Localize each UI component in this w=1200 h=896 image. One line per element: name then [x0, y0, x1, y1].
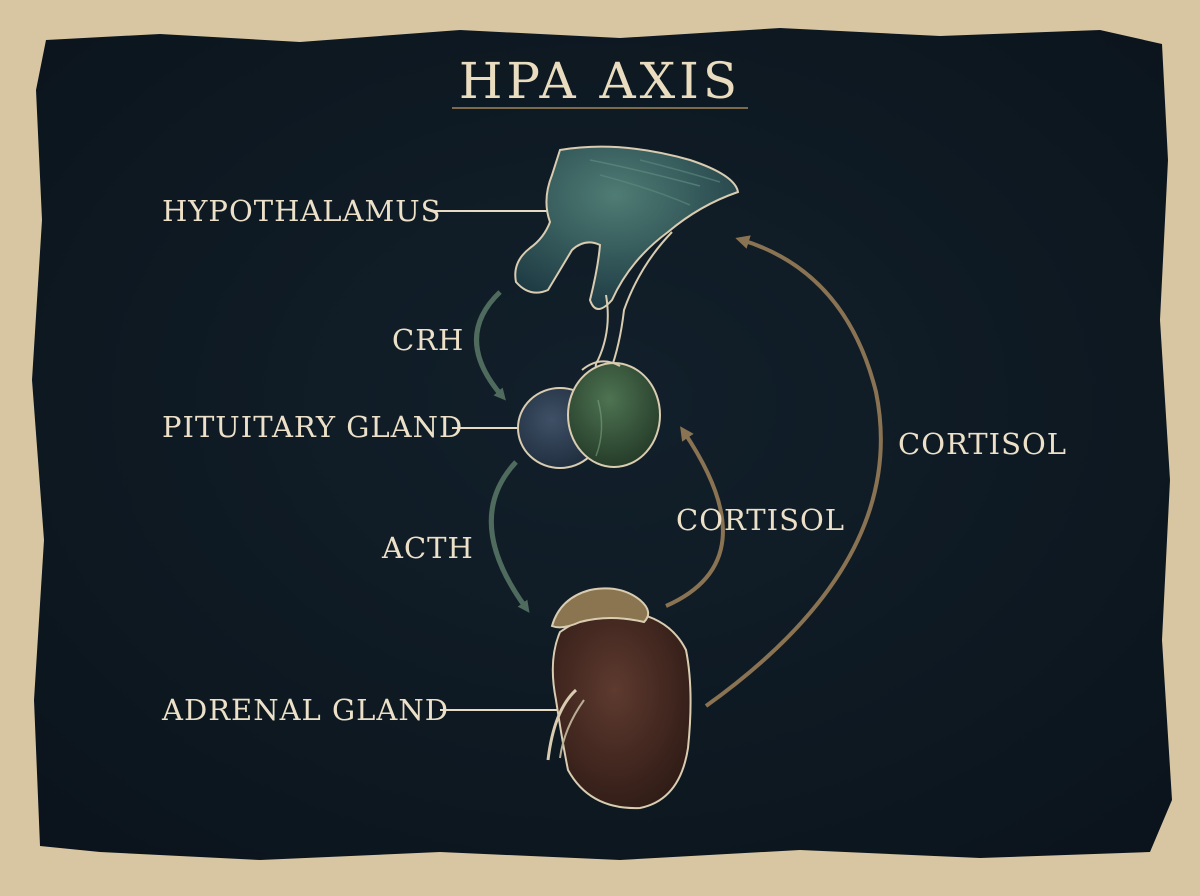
arrow-acth — [488, 460, 530, 613]
label-adrenal-gland: ADRENAL GLAND — [162, 693, 449, 727]
label-acth: ACTH — [382, 531, 474, 565]
label-cortisol-long-loop: CORTISOL — [898, 427, 1067, 461]
arrow-crh — [474, 290, 506, 401]
adrenal-kidney-illustration — [546, 587, 692, 810]
page-title: HPA AXIS — [458, 52, 742, 110]
hypothalamus-illustration — [514, 145, 740, 374]
label-cortisol-short-loop: CORTISOL — [676, 503, 845, 537]
label-pituitary-gland: PITUITARY GLAND — [162, 410, 464, 444]
label-crh: CRH — [392, 323, 465, 357]
pituitary-illustration — [517, 360, 661, 469]
arrow-cortisol-short — [665, 426, 725, 608]
label-hypothalamus: HYPOTHALAMUS — [162, 194, 442, 228]
arrow-cortisol-long — [704, 235, 883, 708]
adrenal-cap — [550, 587, 650, 629]
